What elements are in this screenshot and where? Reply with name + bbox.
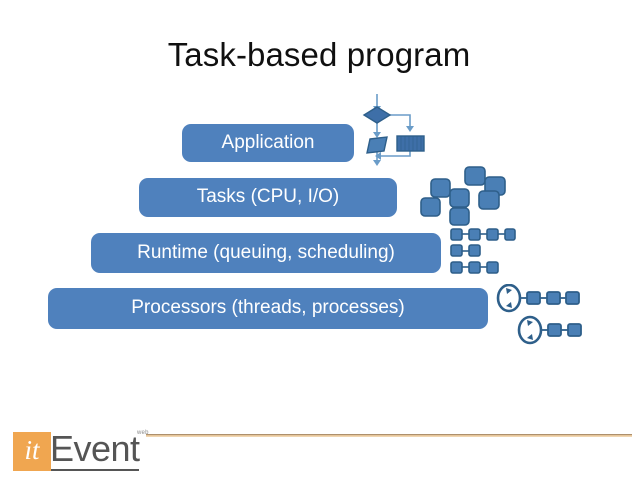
page-title: Task-based program bbox=[167, 36, 471, 73]
logo-underline bbox=[51, 469, 139, 471]
flowchart-icon bbox=[357, 92, 439, 168]
pyramid-layer-runtime: Runtime (queuing, scheduling) bbox=[91, 233, 441, 273]
logo-wordmark: Event bbox=[50, 428, 140, 469]
footer: it Event web bbox=[0, 418, 638, 478]
pyramid-layer-label: Runtime (queuing, scheduling) bbox=[137, 241, 395, 263]
pyramid-layer-tasks: Tasks (CPU, I/O) bbox=[139, 178, 397, 217]
logo-badge bbox=[13, 432, 51, 471]
pyramid-layer-label: Application bbox=[221, 131, 315, 153]
pyramid-layer-processors: Processors (threads, processes) bbox=[48, 288, 488, 329]
logo-badge-text: it bbox=[24, 435, 40, 465]
connected-squares-grid-icon bbox=[450, 228, 516, 274]
scattered-squares-icon bbox=[420, 166, 516, 226]
pyramid-layer-label: Processors (threads, processes) bbox=[131, 297, 405, 318]
cycle-chain-icon bbox=[496, 283, 588, 346]
logo-superscript: web bbox=[137, 430, 149, 436]
pyramid-layer-label: Tasks (CPU, I/O) bbox=[196, 186, 340, 207]
pyramid-layer-application: Application bbox=[182, 124, 354, 162]
footer-divider-rule bbox=[146, 434, 632, 437]
